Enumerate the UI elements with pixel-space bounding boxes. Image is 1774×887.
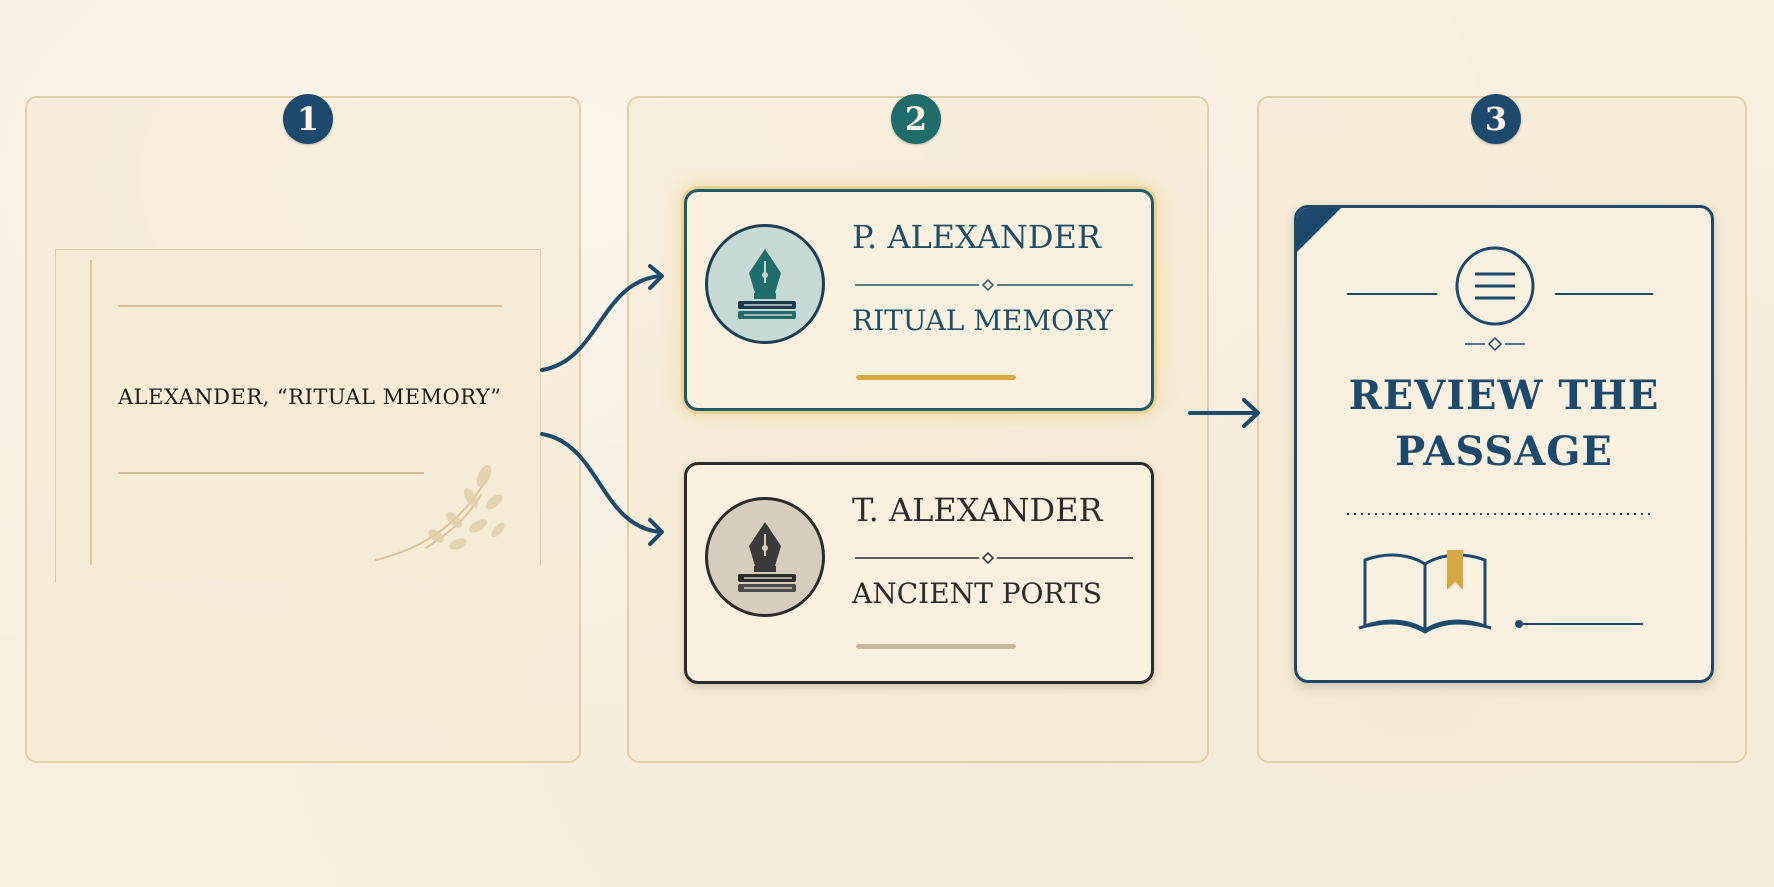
diamond-divider: [855, 551, 1133, 565]
author-card-t-alexander[interactable]: T. ALEXANDER ANCIENT PORTS: [684, 462, 1154, 684]
citation-index-card: ALEXANDER, “RITUAL MEMORY”: [55, 249, 541, 583]
review-title-line-1: REVIEW THE: [1348, 372, 1660, 419]
citation-text: ALEXANDER, “RITUAL MEMORY”: [118, 385, 502, 409]
card-rule-bottom: [118, 472, 424, 474]
pen-nib-on-book-icon: [738, 522, 796, 592]
review-passage-card[interactable]: REVIEW THE PASSAGE: [1294, 205, 1714, 683]
step-3-badge: 3: [1471, 94, 1521, 144]
diamond-ornament: [1465, 336, 1525, 352]
review-title-line-2: PASSAGE: [1395, 428, 1613, 475]
author-accent-underline: [856, 644, 1016, 649]
review-title: REVIEW THE PASSAGE: [1297, 368, 1711, 480]
author-medal: [705, 497, 825, 617]
diamond-divider: [855, 278, 1133, 292]
author-work-title: ANCIENT PORTS: [852, 577, 1102, 610]
author-work-title: RITUAL MEMORY: [852, 304, 1113, 337]
pen-nib-on-book-icon: [738, 249, 796, 319]
open-book-bookmark-icon: [1358, 550, 1492, 634]
author-accent-underline: [856, 375, 1016, 380]
card-rule-top: [118, 305, 502, 307]
author-name: P. ALEXANDER: [852, 218, 1101, 256]
list-lines-icon: [1455, 246, 1535, 326]
author-card-p-alexander[interactable]: P. ALEXANDER RITUAL MEMORY: [684, 189, 1154, 411]
leaf-flourish-icon: [375, 464, 505, 561]
step-2-badge: 2: [891, 94, 941, 144]
author-medal: [705, 224, 825, 344]
card-margin-line: [90, 260, 92, 565]
author-name: T. ALEXANDER: [852, 491, 1103, 529]
step-1-badge: 1: [283, 94, 333, 144]
review-card-ornaments: [1347, 246, 1653, 634]
